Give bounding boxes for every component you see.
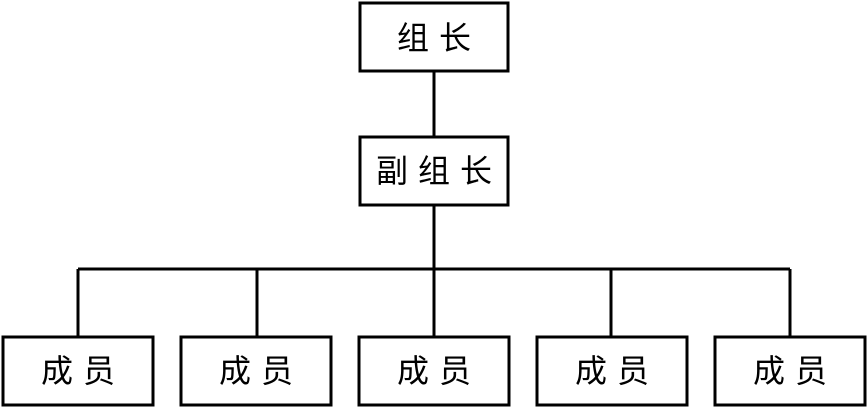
leader-label: 组长 xyxy=(397,19,481,57)
member-node-4: 成员 xyxy=(535,335,689,407)
deputy-label: 副组长 xyxy=(376,152,502,190)
member-node-5: 成员 xyxy=(713,335,867,407)
deputy-node: 副组长 xyxy=(358,135,510,207)
leader-box xyxy=(358,1,510,73)
member-node-3: 成员 xyxy=(357,335,511,407)
member-label-4: 成员 xyxy=(575,352,659,390)
member-box-4 xyxy=(535,335,689,407)
leader-node: 组长 xyxy=(358,1,510,73)
deputy-box xyxy=(358,135,510,207)
member-label-5: 成员 xyxy=(753,352,837,390)
member-box-2 xyxy=(179,335,333,407)
member-label-3: 成员 xyxy=(397,352,481,390)
member-label-1: 成员 xyxy=(41,352,125,390)
member-box-1 xyxy=(1,335,155,407)
member-label-2: 成员 xyxy=(219,352,303,390)
member-node-1: 成员 xyxy=(1,335,155,407)
member-node-2: 成员 xyxy=(179,335,333,407)
member-box-3 xyxy=(357,335,511,407)
member-box-5 xyxy=(713,335,867,407)
